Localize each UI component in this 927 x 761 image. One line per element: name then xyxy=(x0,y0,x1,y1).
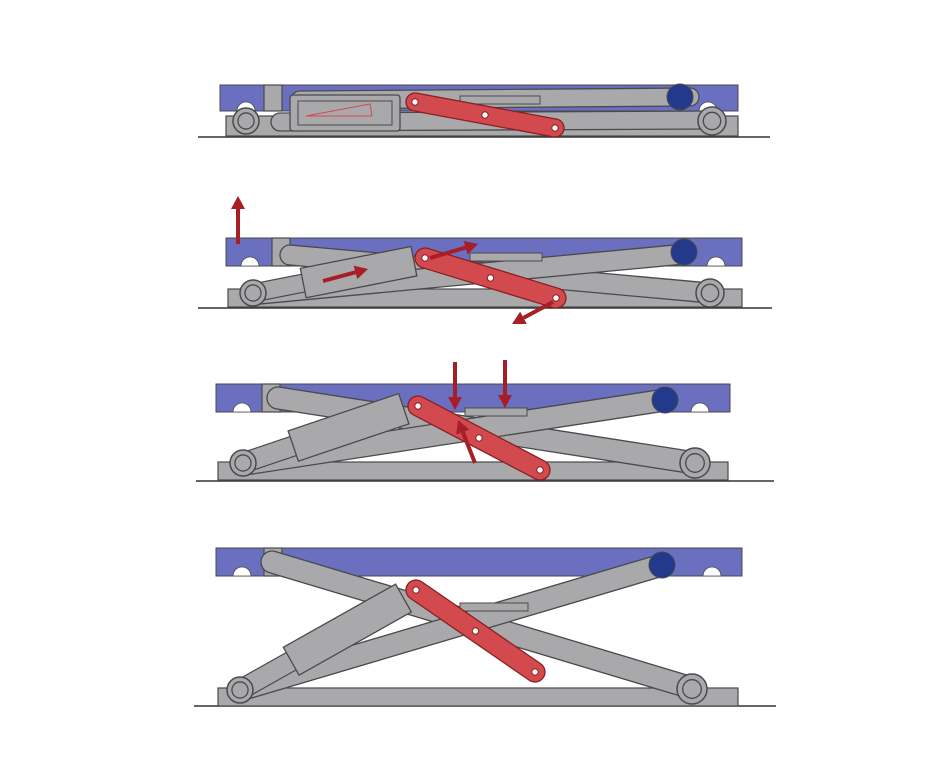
platform-notch xyxy=(690,402,710,413)
pivot-cap xyxy=(670,238,698,266)
link-pin xyxy=(412,586,420,594)
pivot-cap xyxy=(666,83,694,111)
roller-left xyxy=(229,449,257,477)
arrow-head xyxy=(231,196,245,209)
link-pin xyxy=(536,466,544,474)
roller-right-inner xyxy=(700,283,720,303)
roller-right xyxy=(676,673,708,705)
roller-right xyxy=(697,106,727,136)
platform-notch xyxy=(706,256,726,267)
roller-right-inner xyxy=(685,453,705,473)
link-pin xyxy=(471,627,480,635)
pivot-cap xyxy=(648,551,676,579)
roller-left xyxy=(232,107,260,135)
link-pin xyxy=(421,254,429,262)
platform-notch xyxy=(702,566,722,577)
roller-right xyxy=(695,278,725,308)
roller-right-inner xyxy=(682,679,702,699)
link-pin xyxy=(414,402,422,410)
slide-block xyxy=(464,407,528,417)
roller-left-inner xyxy=(237,112,255,130)
roller-right xyxy=(679,447,711,479)
platform-notch xyxy=(232,402,252,413)
hydraulic-cylinder-body xyxy=(282,583,413,677)
platform-notch xyxy=(240,256,260,267)
arrow-head xyxy=(353,265,368,280)
arrow-head xyxy=(448,397,462,410)
platform-bracket xyxy=(263,84,283,112)
roller-left-inner xyxy=(234,454,252,472)
link-pin xyxy=(486,274,495,282)
link-pin xyxy=(475,434,483,442)
roller-right-inner xyxy=(702,111,722,131)
arrow-shaft xyxy=(460,431,477,464)
slide-block xyxy=(469,252,543,262)
arrow-shaft xyxy=(522,300,554,320)
link-pin xyxy=(551,124,559,132)
cylinder-marker xyxy=(305,103,373,117)
stage-mid-lift xyxy=(196,360,774,482)
slide-block xyxy=(459,95,541,105)
arrow-head xyxy=(512,311,527,325)
slide-block xyxy=(459,602,529,612)
hydraulic-cylinder-body xyxy=(287,392,410,463)
roller-left-inner xyxy=(244,284,262,302)
base-frame xyxy=(217,687,739,707)
stage-collapsed xyxy=(198,83,770,138)
link-pin xyxy=(531,668,539,676)
arrow-head xyxy=(498,395,512,408)
roller-left xyxy=(226,676,254,704)
link-pin xyxy=(481,111,489,119)
roller-left xyxy=(239,279,267,307)
stage-fully-raised xyxy=(194,547,776,707)
platform-notch xyxy=(232,566,252,577)
roller-left-inner xyxy=(231,681,249,699)
link-pin xyxy=(411,98,419,106)
link-pin xyxy=(552,294,560,302)
pivot-cap xyxy=(651,386,679,414)
cylinder-inner xyxy=(297,100,393,126)
arrow-head xyxy=(456,420,470,435)
arrow-head xyxy=(463,240,478,255)
cylinder-body xyxy=(289,94,401,132)
arrow-shaft xyxy=(322,270,356,283)
stage-starting-lift xyxy=(198,196,772,325)
arrow-shaft xyxy=(429,245,467,260)
